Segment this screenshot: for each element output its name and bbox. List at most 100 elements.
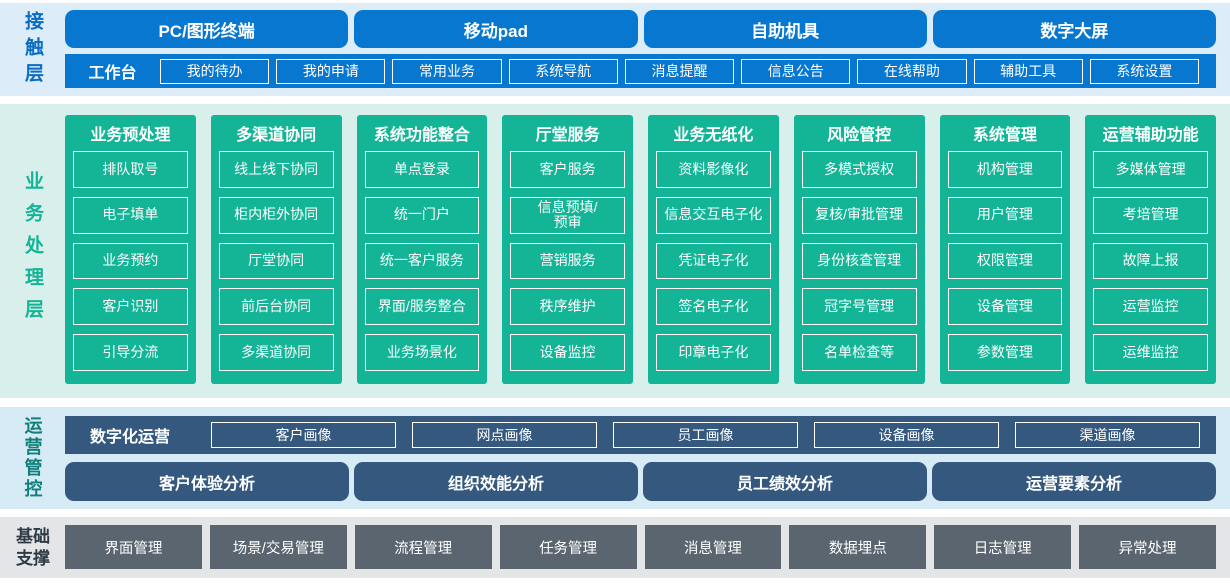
- column-title: 厅堂服务: [535, 127, 600, 144]
- profile-box-channel: 渠道画像: [1015, 422, 1200, 448]
- module-box: 厅堂协同: [218, 242, 334, 280]
- workbench-item-announcements: 信息公告: [741, 58, 851, 84]
- module-box: 印章电子化: [656, 334, 771, 371]
- workbench-label: 工作台: [88, 65, 137, 82]
- module-box: 考培管理: [1093, 196, 1208, 234]
- module-box: 客户识别: [73, 288, 188, 326]
- module-box: 单点登录: [364, 151, 480, 188]
- base-data-tracking: 数据埋点: [789, 525, 927, 569]
- module-box: 身份核查管理: [801, 242, 917, 280]
- analysis-customer-experience: 客户体验分析: [65, 462, 349, 501]
- module-box: 设备监控: [510, 334, 625, 371]
- profile-box-employee: 员工画像: [613, 422, 798, 448]
- column-risk-control: 风险管控 多模式授权 复核/审批管理 身份核查管理 冠字号管理 名单检查等: [793, 115, 925, 384]
- analysis-row: 客户体验分析 组织效能分析 员工绩效分析 运营要素分析: [65, 462, 1216, 501]
- module-box: 前后台协同: [218, 288, 334, 326]
- base-row: 界面管理 场景/交易管理 流程管理 任务管理 消息管理 数据埋点 日志管理 异常…: [65, 525, 1216, 569]
- module-box: 冠字号管理: [801, 288, 917, 326]
- operations-layer-content: 数字化运营 客户画像 网点画像 员工画像 设备画像 渠道画像 客户体验分析 组织…: [65, 407, 1216, 509]
- analysis-employee-performance: 员工绩效分析: [643, 462, 927, 501]
- column-system-management: 系统管理 机构管理 用户管理 权限管理 设备管理 参数管理: [939, 115, 1071, 384]
- module-box: 信息预填/ 预审: [510, 196, 625, 234]
- module-box: 资料影像化: [656, 151, 771, 188]
- column-title: 业务无纸化: [673, 127, 754, 144]
- terminal-row: PC/图形终端 移动pad 自助机具 数字大屏: [65, 10, 1216, 48]
- profile-box-customer: 客户画像: [211, 422, 396, 448]
- workbench-item-applications: 我的申请: [276, 58, 386, 84]
- module-box: 排队取号: [73, 151, 188, 188]
- module-box: 参数管理: [947, 334, 1063, 371]
- module-box: 电子填单: [73, 196, 188, 234]
- workbench-item-navigation: 系统导航: [508, 58, 618, 84]
- module-box: 名单检查等: [801, 334, 917, 371]
- contact-layer-band: 接触层 PC/图形终端 移动pad 自助机具 数字大屏 工作台 我的待办 我的申…: [0, 3, 1230, 96]
- profile-box-branch: 网点画像: [412, 422, 597, 448]
- column-business-preprocessing: 业务预处理 排队取号 电子填单 业务预约 客户识别 引导分流: [65, 115, 196, 384]
- module-box: 信息交互电子化: [656, 196, 771, 234]
- base-scene-transaction-management: 场景/交易管理: [209, 525, 347, 569]
- base-exception-handling: 异常处理: [1079, 525, 1216, 569]
- module-box: 签名电子化: [656, 288, 771, 326]
- module-box: 秩序维护: [510, 288, 625, 326]
- base-layer-rail: 基础支撑: [0, 517, 65, 578]
- business-columns: 业务预处理 排队取号 电子填单 业务预约 客户识别 引导分流 多渠道协同 线上线…: [65, 115, 1216, 384]
- workbench-item-aux-tools: 辅助工具: [973, 58, 1083, 84]
- operations-layer-band: 运营管控 数字化运营 客户画像 网点画像 员工画像 设备画像 渠道画像 客户体验…: [0, 407, 1230, 509]
- column-ops-aux-functions: 运营辅助功能 多媒体管理 考培管理 故障上报 运营监控 运维监控: [1085, 115, 1216, 384]
- module-box: 多渠道协同: [218, 334, 334, 371]
- base-process-management: 流程管理: [354, 525, 492, 569]
- terminal-mobile-pad: 移动pad: [354, 10, 638, 48]
- workbench-item-todo: 我的待办: [160, 58, 270, 84]
- column-hall-service: 厅堂服务 客户服务 信息预填/ 预审 营销服务 秩序维护 设备监控: [502, 115, 633, 384]
- module-box: 运营监控: [1093, 288, 1208, 326]
- column-title: 多渠道协同: [236, 127, 317, 144]
- workbench-bar: 工作台 我的待办 我的申请 常用业务 系统导航 消息提醒 信息公告 在线帮助 辅…: [65, 54, 1216, 88]
- base-task-management: 任务管理: [499, 525, 637, 569]
- operations-layer-label: 运营管控: [22, 416, 43, 500]
- profile-box-device: 设备画像: [814, 422, 999, 448]
- digital-ops-label: 数字化运营: [89, 429, 170, 446]
- column-title: 业务预处理: [90, 127, 171, 144]
- module-box: 设备管理: [947, 288, 1063, 326]
- business-layer-label: 业务处理层: [22, 171, 43, 331]
- module-box: 统一门户: [364, 196, 480, 234]
- module-box: 业务预约: [73, 242, 188, 280]
- workbench-item-common-business: 常用业务: [392, 58, 502, 84]
- terminal-digital-screen: 数字大屏: [932, 10, 1216, 48]
- business-layer-band: 业务处理层 业务预处理 排队取号 电子填单 业务预约 客户识别 引导分流 多渠道…: [0, 104, 1230, 398]
- module-box: 客户服务: [510, 151, 625, 188]
- terminal-pc: PC/图形终端: [65, 10, 349, 48]
- workbench-item-reminders: 消息提醒: [624, 58, 735, 84]
- module-box: 多媒体管理: [1093, 151, 1208, 188]
- base-log-management: 日志管理: [934, 525, 1072, 569]
- module-box: 故障上报: [1093, 242, 1208, 280]
- contact-layer-content: PC/图形终端 移动pad 自助机具 数字大屏 工作台 我的待办 我的申请 常用…: [65, 3, 1216, 96]
- base-message-management: 消息管理: [644, 525, 782, 569]
- module-box: 运维监控: [1093, 334, 1208, 371]
- workbench-item-settings: 系统设置: [1089, 58, 1199, 84]
- column-title: 风险管控: [827, 127, 892, 144]
- module-box: 营销服务: [510, 242, 625, 280]
- base-layer-content: 界面管理 场景/交易管理 流程管理 任务管理 消息管理 数据埋点 日志管理 异常…: [65, 517, 1216, 578]
- module-box: 线上线下协同: [218, 151, 334, 188]
- base-ui-management: 界面管理: [65, 525, 202, 569]
- module-box: 柜内柜外协同: [218, 196, 334, 234]
- column-title: 系统管理: [972, 127, 1037, 144]
- contact-layer-label: 接触层: [22, 10, 43, 89]
- base-layer-band: 基础支撑 界面管理 场景/交易管理 流程管理 任务管理 消息管理 数据埋点 日志…: [0, 517, 1230, 578]
- column-multichannel-collab: 多渠道协同 线上线下协同 柜内柜外协同 厅堂协同 前后台协同 多渠道协同: [210, 115, 342, 384]
- column-title: 运营辅助功能: [1102, 127, 1199, 144]
- terminal-self-service: 自助机具: [643, 10, 927, 48]
- column-paperless-business: 业务无纸化 资料影像化 信息交互电子化 凭证电子化 签名电子化 印章电子化: [648, 115, 779, 384]
- contact-layer-rail: 接触层: [0, 3, 65, 96]
- operations-layer-rail: 运营管控: [0, 407, 65, 509]
- module-box: 界面/服务整合: [364, 288, 480, 326]
- workbench-item-online-help: 在线帮助: [857, 58, 967, 84]
- business-layer-content: 业务预处理 排队取号 电子填单 业务预约 客户识别 引导分流 多渠道协同 线上线…: [65, 104, 1216, 398]
- column-title: 系统功能整合: [373, 127, 470, 144]
- module-box: 多模式授权: [801, 151, 917, 188]
- module-box: 业务场景化: [364, 334, 480, 371]
- module-box: 凭证电子化: [656, 242, 771, 280]
- module-box: 机构管理: [947, 151, 1063, 188]
- analysis-ops-elements: 运营要素分析: [932, 462, 1216, 501]
